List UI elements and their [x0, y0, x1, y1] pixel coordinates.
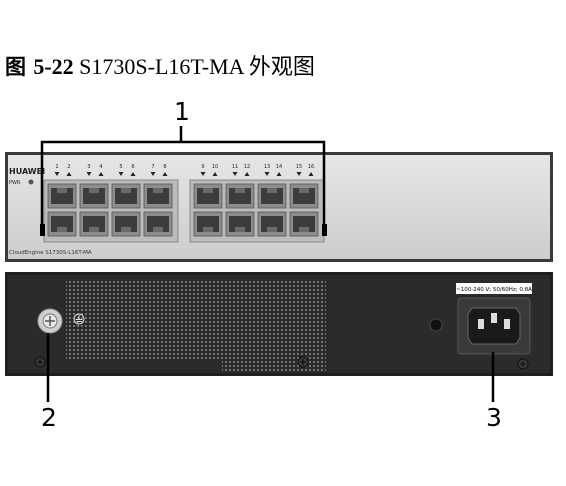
rj45-port	[257, 183, 287, 209]
port-number-label: 3	[87, 164, 90, 170]
port-number-label: 13	[264, 164, 270, 170]
callout-number-3: 3	[486, 403, 502, 432]
rj45-port	[257, 211, 287, 237]
rj45-port	[225, 183, 255, 209]
brand-logo-text: HUAWEI	[9, 167, 45, 176]
caption-label: 图	[5, 54, 34, 79]
port-number-label: 12	[244, 164, 250, 170]
ground-symbol-icon	[73, 313, 85, 325]
pwr-label: PWR	[9, 180, 21, 186]
callout-1-bracket	[40, 126, 327, 236]
model-label: CloudEngine S1730S-L16T-MA	[9, 250, 92, 256]
rj45-port	[289, 183, 319, 209]
socket-pin	[478, 319, 484, 329]
rj45-port	[47, 183, 77, 209]
arrow-up-icon	[212, 172, 218, 176]
callout-number-1: 1	[174, 97, 190, 126]
port-arrow-markers	[54, 172, 314, 176]
callout-number-2: 2	[41, 403, 57, 432]
rj45-port	[79, 183, 109, 209]
port-number-label: 7	[151, 164, 154, 170]
rj45-port	[79, 211, 109, 237]
rj45-port	[193, 183, 223, 209]
port-number-label: 5	[119, 164, 122, 170]
arrow-down-icon	[296, 172, 302, 176]
screw-icon	[34, 356, 46, 368]
figure-caption: 图 5-22 S1730S-L16T-MA 外观图	[5, 52, 315, 82]
rj45-port	[111, 183, 141, 209]
arrow-down-icon	[232, 172, 238, 176]
pwr-led	[28, 179, 34, 185]
rj45-ports	[47, 183, 319, 237]
socket-pin	[491, 313, 497, 323]
socket-pin	[504, 319, 510, 329]
port-number-label: 8	[163, 164, 166, 170]
rj45-port	[193, 211, 223, 237]
power-rating-label	[456, 283, 532, 294]
arrow-down-icon	[118, 172, 124, 176]
arrow-up-icon	[98, 172, 104, 176]
arrow-up-icon	[276, 172, 282, 176]
arrow-down-icon	[264, 172, 270, 176]
power-socket-inlet	[467, 307, 521, 345]
port-number-label: 11	[232, 164, 238, 170]
power-rating-text: ~100-240 V; 50/60Hz; 0.8A	[456, 287, 532, 293]
arrow-up-icon	[130, 172, 136, 176]
arrow-down-icon	[200, 172, 206, 176]
caption-title: S1730S-L16T-MA 外观图	[73, 54, 315, 79]
rear-hole	[429, 318, 443, 332]
rj45-port	[143, 211, 173, 237]
caption-number: 5-22	[33, 54, 74, 79]
arrow-up-icon	[308, 172, 314, 176]
rj45-port	[289, 211, 319, 237]
screw-icon	[297, 356, 309, 368]
arrow-down-icon	[86, 172, 92, 176]
port-number-label: 1	[55, 164, 58, 170]
rj45-port	[47, 211, 77, 237]
arrow-down-icon	[54, 172, 60, 176]
arrow-up-icon	[244, 172, 250, 176]
rj45-port	[111, 211, 141, 237]
arrow-up-icon	[162, 172, 168, 176]
port-number-label: 6	[131, 164, 134, 170]
ventilation-grille	[66, 280, 326, 372]
port-number-label: 10	[212, 164, 218, 170]
screw-icon	[517, 358, 529, 370]
rear-panel: ~100-240 V; 50/60Hz; 0.8A	[5, 272, 553, 376]
rj45-port	[143, 183, 173, 209]
port-number-label: 16	[308, 164, 314, 170]
arrow-down-icon	[150, 172, 156, 176]
port-number-label: 14	[276, 164, 282, 170]
port-number-label: 9	[201, 164, 204, 170]
port-number-label: 2	[67, 164, 70, 170]
rj45-port	[225, 211, 255, 237]
port-number-label: 4	[99, 164, 102, 170]
arrow-up-icon	[66, 172, 72, 176]
port-number-label: 15	[296, 164, 302, 170]
